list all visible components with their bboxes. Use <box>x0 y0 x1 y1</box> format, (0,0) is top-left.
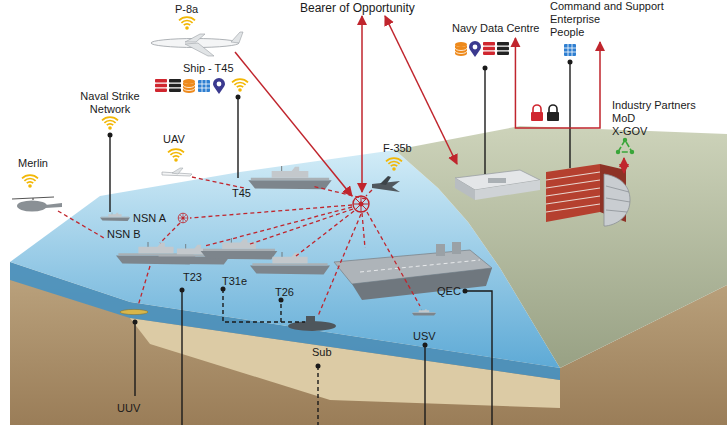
label-text: T45 <box>232 187 251 200</box>
dashed-link <box>58 177 420 316</box>
t31e-ship <box>201 238 278 259</box>
dashed-leader <box>223 289 318 425</box>
partner-icon <box>617 139 634 154</box>
t45-ship <box>248 166 331 189</box>
asset-label: NSN A <box>133 212 166 225</box>
sea-surface <box>10 150 560 368</box>
asset-label: Naval Strike Network <box>75 90 145 116</box>
asset-label: QEC <box>437 285 461 298</box>
asset-label: UAV <box>163 133 185 146</box>
asset-label: Sub <box>312 346 332 359</box>
data-centre-building <box>455 170 540 200</box>
p8a-aircraft <box>151 32 243 56</box>
asset-label: Command and SupportEnterprisePeople <box>550 0 664 39</box>
asset-label: P-8a <box>175 3 198 16</box>
label-text: Bearer of Opportunity <box>300 1 415 15</box>
asset-label: T26 <box>275 286 294 299</box>
uav-aircraft <box>162 168 192 176</box>
location-icon <box>469 41 481 57</box>
command-building <box>546 164 630 226</box>
grid-icon <box>198 80 210 92</box>
label-text: Command and Support <box>550 0 664 13</box>
server-icon <box>483 42 495 55</box>
padlock-icon <box>531 105 559 121</box>
asset-label: T45 <box>232 187 251 200</box>
label-text: Enterprise <box>550 13 664 26</box>
signal-icon <box>22 175 38 188</box>
server-icon <box>497 42 509 55</box>
label-text: People <box>550 26 664 39</box>
asset-label: Merlin <box>18 157 48 170</box>
signal-icon <box>179 17 195 30</box>
leader-line <box>110 62 570 425</box>
t26-ship <box>250 252 330 274</box>
label-text: QEC <box>437 285 461 298</box>
nsn-a-boat <box>100 213 130 221</box>
submarine <box>288 316 336 331</box>
label-text: Industry Partners <box>612 99 696 112</box>
f35b-aircraft <box>372 176 400 192</box>
signal-icon <box>232 79 248 92</box>
label-text: NSN B <box>107 228 141 241</box>
network-hub <box>353 196 369 212</box>
asset-label: T31e <box>222 275 247 288</box>
label-text: UAV <box>163 133 185 146</box>
asset-label: T23 <box>183 271 202 284</box>
usv-boat <box>412 309 436 316</box>
label-text: Merlin <box>18 157 48 170</box>
label-text: USV <box>413 330 436 343</box>
signal-icon <box>102 117 118 130</box>
label-text: F-35b <box>383 142 412 155</box>
label-text: T26 <box>275 286 294 299</box>
signal-icon <box>386 158 402 171</box>
land-surface <box>395 126 727 368</box>
label-text: Sub <box>312 346 332 359</box>
asset-label: Industry PartnersMoDX-GOV <box>612 99 696 138</box>
network-link <box>235 16 624 196</box>
label-text: Ship - T45 <box>183 62 234 75</box>
secure-link <box>515 38 600 128</box>
asset-label: Navy Data Centre <box>452 22 539 35</box>
label-text: Navy Data Centre <box>452 22 539 35</box>
merlin-helicopter <box>12 197 62 212</box>
leader-dot <box>108 60 573 369</box>
signal-icon <box>168 149 184 162</box>
location-icon <box>213 78 225 94</box>
label-text: P-8a <box>175 3 198 16</box>
server-icon <box>169 79 181 92</box>
label-text: UUV <box>117 402 140 415</box>
label-text: X-GOV <box>612 125 696 138</box>
label-text: MoD <box>612 112 696 125</box>
asset-label: F-35b <box>383 142 412 155</box>
label-text: Naval Strike Network <box>75 90 145 116</box>
database-icon <box>455 42 467 56</box>
label-text: NSN A <box>133 212 166 225</box>
asset-label: NSN B <box>107 228 141 241</box>
asset-label: Bearer of Opportunity <box>300 1 415 15</box>
database-icon <box>183 79 195 93</box>
label-text: T31e <box>222 275 247 288</box>
label-text: T23 <box>183 271 202 284</box>
network-hub <box>178 213 188 223</box>
asset-label: UUV <box>117 402 140 415</box>
server-icon <box>155 79 167 92</box>
uuv <box>120 309 148 314</box>
asset-label: USV <box>413 330 436 343</box>
grid-icon <box>564 44 576 56</box>
asset-label: Ship - T45 <box>183 62 234 75</box>
